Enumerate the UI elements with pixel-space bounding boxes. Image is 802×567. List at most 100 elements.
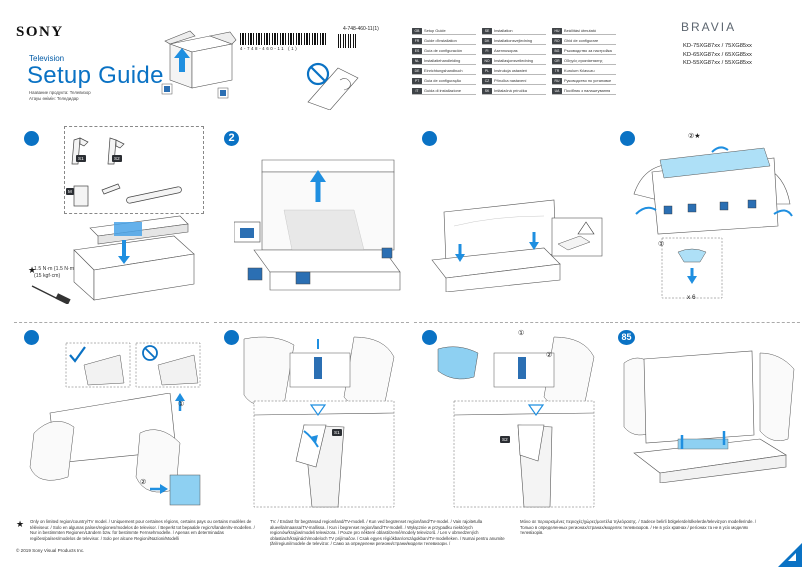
attach-stand-s2-illustration xyxy=(437,336,595,508)
step-panel-4: ②★ ① xyxy=(610,122,802,316)
torque-label: 1.5 N·m {1.5 N·m (15 kgf·cm) xyxy=(34,266,74,279)
page-title: Setup Guide xyxy=(27,62,164,89)
language-code: GB xyxy=(412,27,422,34)
tag-s1-step6: S1 xyxy=(332,429,342,436)
step-panel-8: 85 xyxy=(610,322,802,514)
small-barcode xyxy=(338,34,358,48)
torque-kgf: (15 kgf·cm) xyxy=(34,272,61,279)
language-code: ES xyxy=(412,47,422,54)
place-tv-illustration xyxy=(431,199,603,292)
footer-note-col3: Μόνο σε περιορισμένες περιοχές/χώρες/μον… xyxy=(520,519,757,536)
copyright: © 2019 Sony Visual Products Inc. xyxy=(16,548,85,553)
language-label: Руководство по установке xyxy=(564,78,612,83)
star-mark-4: ★ xyxy=(694,133,701,140)
language-label: Ръководство за настройка xyxy=(564,48,612,53)
language-code: FR xyxy=(412,37,422,44)
language-code: DK xyxy=(482,37,492,44)
attach-stand-s1-illustration xyxy=(243,336,395,508)
correct-incorrect-illustration xyxy=(65,342,201,388)
screwdriver-icon xyxy=(31,285,71,304)
header: SONY Television Setup Guide Название про… xyxy=(0,0,802,118)
sony-logo: SONY xyxy=(16,24,64,40)
star-mark: ★ xyxy=(28,265,37,275)
subtitle-lines: Название продукта: Телевизор Атауы өнімі… xyxy=(29,90,91,102)
language-label: Guia de configuração xyxy=(424,78,461,83)
language-code: SE xyxy=(482,27,492,34)
quantity-label: x 6 xyxy=(687,294,696,301)
language-label: Installatiehandleiding xyxy=(424,58,461,63)
circle-1-step4: ① xyxy=(658,241,665,248)
subtitle-line-kz: Атауы өнімін: Теледидар xyxy=(29,96,79,101)
model-55: KD-55XG87xx / 55XG85xx xyxy=(683,60,752,66)
prohibited-illustration xyxy=(306,62,359,110)
step-badge-3 xyxy=(422,131,437,146)
language-code: PL xyxy=(482,67,492,74)
product-type: Television xyxy=(29,54,65,63)
torque-value: 1.5 N·m {1.5 N·m xyxy=(34,266,75,272)
parts-box xyxy=(64,126,204,214)
barcode-digits: 4-748-460-11 (1) xyxy=(240,46,299,51)
language-label: Guide d'installation xyxy=(424,38,457,43)
model-list: KD-75XG87xx / 75XG85xx KD-65XG87xx / 65X… xyxy=(683,42,752,68)
circle-1-step7: ① xyxy=(518,330,525,337)
circle-2: ② xyxy=(688,133,695,140)
language-label: Посібник з налаштування xyxy=(564,88,611,93)
remove-cushions-illustration xyxy=(633,146,793,299)
step-badge-7 xyxy=(422,330,437,345)
step-badge-5 xyxy=(24,330,39,345)
language-label: Beállítási útmutató xyxy=(564,28,597,33)
language-label: Setup Guide xyxy=(424,28,446,33)
language-label: Guida di installazione xyxy=(424,88,461,93)
language-label: Οδηγός εγκατάστασης xyxy=(564,58,603,63)
step-badge-6 xyxy=(224,330,239,345)
language-label: Kurulum Kılavuzu xyxy=(564,68,595,73)
language-label: Installation xyxy=(494,28,513,33)
footer-note-col1: Only on limited region/country/TV model.… xyxy=(30,519,255,541)
model-65: KD-65XG87xx / 65XG85xx xyxy=(683,51,752,58)
step-4-marker-2: ②★ xyxy=(688,132,701,140)
part-number: 4-748-460-11(1) xyxy=(343,26,379,32)
language-code: CZ xyxy=(482,77,492,84)
subtitle-line-ru: Название продукта: Телевизор xyxy=(29,90,91,95)
tv-box-header-illustration xyxy=(161,30,237,99)
step-badge-1 xyxy=(24,131,39,146)
step-panel-5: ① ② xyxy=(14,322,209,514)
language-label: Einrichtungshandbuch xyxy=(424,68,463,73)
stand-tv-up-illustration xyxy=(623,350,795,483)
language-label: Installationsvejledning xyxy=(494,38,533,43)
language-code: TR xyxy=(552,67,562,74)
language-label: Guía de configuración xyxy=(424,48,463,53)
language-code: HU xyxy=(552,27,562,34)
language-code: FI xyxy=(482,47,492,54)
circle-1-step5: ① xyxy=(178,401,185,408)
language-code: IT xyxy=(412,87,422,94)
language-code: NL xyxy=(412,57,422,64)
corner-arrow-tab xyxy=(778,543,802,567)
language-code: BG xyxy=(552,47,562,54)
stand-s2-tag: S2 xyxy=(112,155,122,162)
circle-2-step7: ② xyxy=(546,352,553,359)
step-badge-2: 2 xyxy=(224,131,239,146)
step-panel-2: 2 xyxy=(214,122,409,316)
language-code: SK xyxy=(482,87,492,94)
language-label: Instrukcja ustawień xyxy=(494,68,528,73)
step-panel-3 xyxy=(414,122,609,316)
model-75: KD-75XG87xx / 75XG85xx xyxy=(683,43,752,49)
barcode xyxy=(240,33,326,45)
